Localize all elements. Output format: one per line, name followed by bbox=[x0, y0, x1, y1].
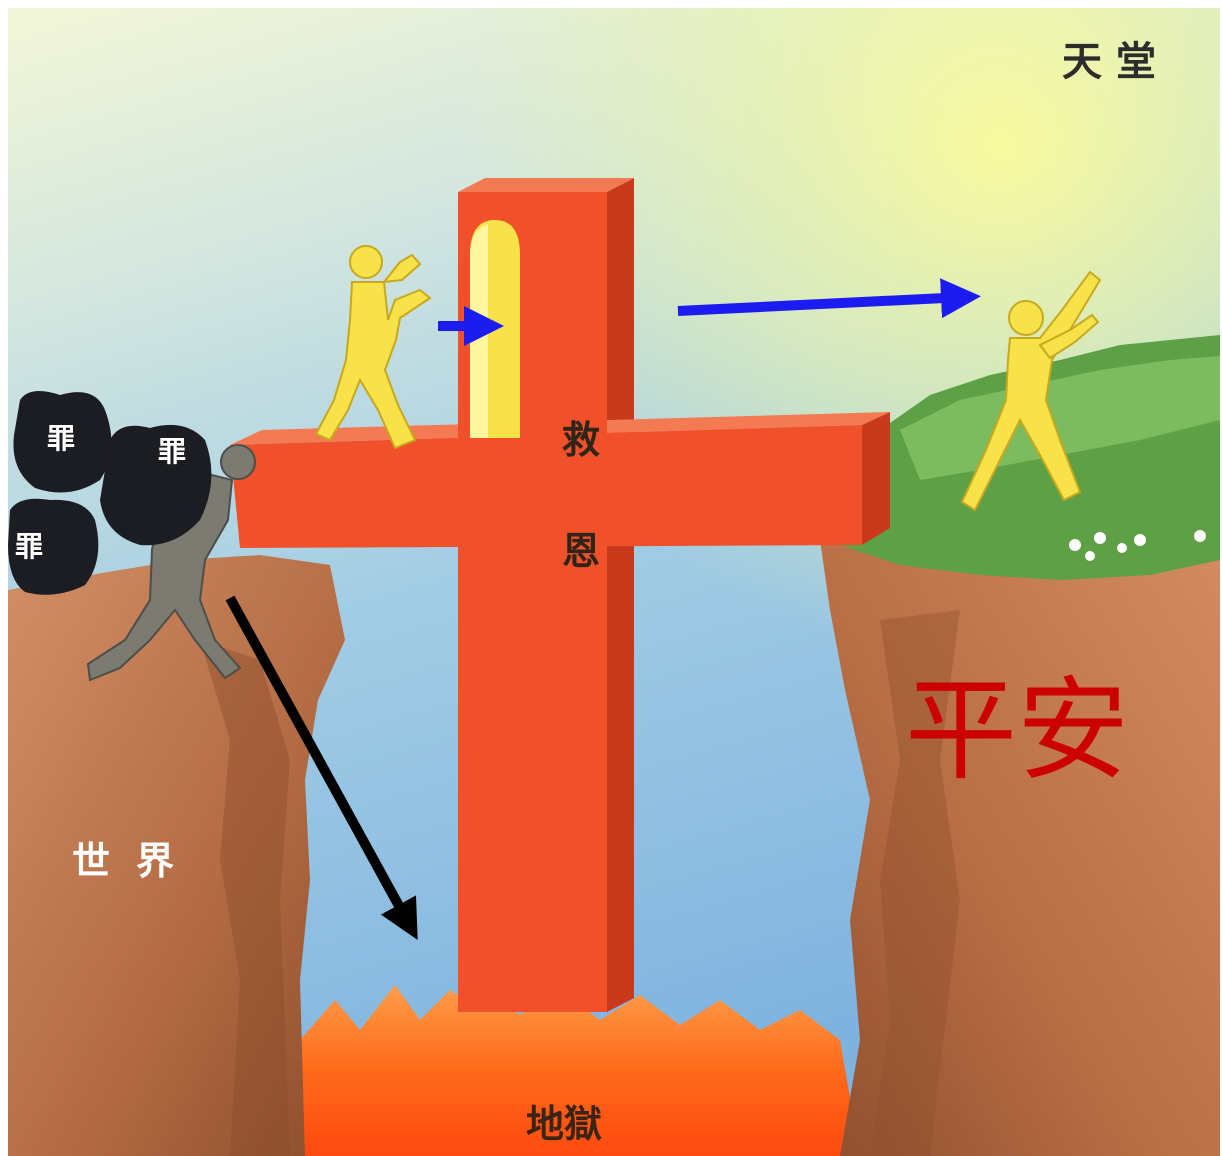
peace-label: 平安 bbox=[905, 666, 1129, 796]
arrow-to-heaven bbox=[677, 278, 981, 319]
reaching-person-icon bbox=[960, 270, 1102, 512]
world-cliff bbox=[8, 555, 345, 1156]
heaven-cliff bbox=[820, 490, 1220, 1156]
sin-bag-label: 罪 bbox=[158, 435, 187, 468]
flowers-icon bbox=[1069, 530, 1206, 561]
flame-icon bbox=[290, 985, 860, 1156]
cross bbox=[230, 178, 890, 1012]
world-cliff-shadow bbox=[200, 640, 290, 1156]
burdened-person-icon bbox=[86, 444, 256, 682]
world-label: 世界 bbox=[72, 839, 201, 883]
heaven-cliff-shadow bbox=[870, 610, 960, 1156]
grace-label-bottom: 恩 bbox=[562, 529, 601, 573]
arrow-to-hell bbox=[225, 595, 418, 941]
walking-person-icon bbox=[314, 245, 432, 450]
grace-label-top: 救 bbox=[562, 418, 601, 462]
heaven-label: 天堂 bbox=[1062, 39, 1170, 85]
heaven-grass-highlight bbox=[900, 356, 1220, 480]
sin-bag-label: 罪 bbox=[15, 530, 44, 563]
hell-label: 地獄 bbox=[526, 1102, 603, 1146]
sin-bag-icon bbox=[8, 391, 212, 595]
sin-bag-label: 罪 bbox=[47, 422, 76, 455]
